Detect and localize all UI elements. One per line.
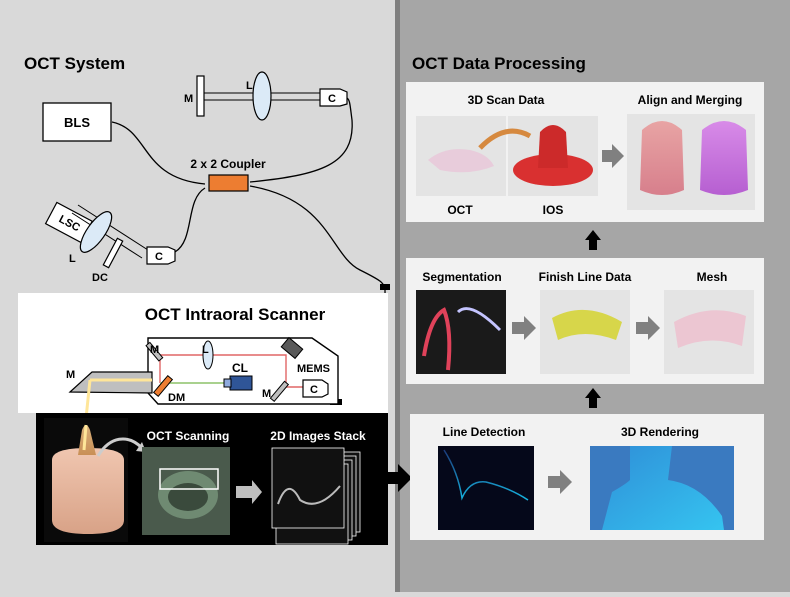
up-arrow-2 bbox=[585, 388, 601, 408]
oct-to-ios-arrow bbox=[478, 128, 532, 150]
reference-collimator bbox=[319, 88, 348, 107]
internal-beam bbox=[160, 354, 308, 388]
up-arrow-1 bbox=[585, 230, 601, 250]
fiber-sample bbox=[174, 187, 206, 253]
camera-body bbox=[229, 375, 253, 391]
tooth-model bbox=[78, 425, 96, 455]
tooth-to-scan-arrow bbox=[96, 437, 144, 457]
scan-region-box bbox=[159, 468, 219, 490]
cl-label: CL bbox=[232, 361, 248, 375]
scanner-mirror-1-label: M bbox=[150, 344, 159, 356]
coupler-box bbox=[208, 174, 249, 192]
scan-to-stack-arrow bbox=[236, 480, 262, 504]
ios-scan-tooth bbox=[538, 125, 568, 168]
reference-lens bbox=[252, 71, 272, 121]
dispersion-compensator bbox=[102, 237, 124, 269]
dichroic-mirror bbox=[152, 374, 174, 398]
reference-mirror-label: M bbox=[184, 93, 193, 105]
ios-scan-gum bbox=[513, 154, 593, 186]
sample-collimator-label: C bbox=[155, 251, 163, 263]
mems-label: MEMS bbox=[297, 363, 330, 375]
sample-lens bbox=[79, 211, 113, 253]
sample-lens-label: L bbox=[69, 253, 76, 265]
fiber-scanner bbox=[249, 185, 386, 291]
to-processing-arrow bbox=[386, 464, 412, 492]
sample-collimator bbox=[146, 246, 176, 265]
scanner-mirror-2 bbox=[269, 380, 290, 403]
scanner-lens bbox=[202, 340, 214, 370]
camera-lens bbox=[223, 378, 232, 388]
scanner-collimator-label: C bbox=[310, 384, 318, 396]
line-detection-title: Line Detection bbox=[443, 425, 526, 439]
fiber-connector-top bbox=[380, 284, 390, 290]
scanner-lens-label: L bbox=[202, 344, 209, 356]
line-to-render-arrow bbox=[548, 470, 572, 494]
coupler-label: 2 x 2 Coupler bbox=[190, 157, 266, 171]
finish-to-mesh-arrow bbox=[636, 316, 660, 340]
scanner-title: OCT Intraoral Scanner bbox=[145, 305, 326, 324]
aligned-model-b bbox=[700, 121, 748, 195]
3d-rendering-title: 3D Rendering bbox=[621, 425, 699, 439]
finish-line-title: Finish Line Data bbox=[539, 270, 632, 284]
fiber-bls bbox=[111, 121, 206, 185]
mesh-image bbox=[674, 310, 746, 348]
oct-scan-image bbox=[428, 149, 494, 173]
reference-lens-label: L bbox=[246, 80, 253, 92]
images-stack bbox=[271, 447, 361, 545]
dc-label: DC bbox=[92, 272, 108, 284]
reference-mirror bbox=[196, 75, 205, 117]
images-stack-label: 2D Images Stack bbox=[270, 429, 366, 443]
scan-data-title: 3D Scan Data bbox=[468, 93, 545, 107]
scanner-mirror-2-label: M bbox=[262, 388, 271, 400]
gum-model bbox=[52, 448, 124, 534]
mems-mirror bbox=[280, 336, 304, 360]
bls-label: BLS bbox=[64, 115, 90, 130]
bls-box bbox=[42, 102, 112, 142]
scanner-collimator bbox=[302, 379, 329, 398]
mesh-title: Mesh bbox=[697, 270, 728, 284]
fiber-reference bbox=[249, 97, 353, 183]
oct-system-title: OCT System bbox=[24, 54, 125, 73]
scanner-mirror-1 bbox=[145, 341, 164, 362]
segmentation-title: Segmentation bbox=[422, 270, 501, 284]
finish-line-image bbox=[552, 309, 622, 340]
scan-to-align-arrow bbox=[602, 144, 624, 168]
oct-scanning-label: OCT Scanning bbox=[147, 429, 230, 443]
line-detection-image bbox=[438, 446, 534, 530]
processing-title: OCT Data Processing bbox=[412, 54, 586, 73]
reference-collimator-label: C bbox=[328, 93, 336, 105]
probe-mirror-label: M bbox=[66, 369, 75, 381]
dm-label: DM bbox=[168, 392, 185, 404]
aligned-model-a bbox=[640, 121, 684, 195]
panel-divider bbox=[395, 0, 400, 592]
seg-to-finish-arrow bbox=[512, 316, 536, 340]
ios-label: IOS bbox=[543, 203, 564, 217]
align-title: Align and Merging bbox=[638, 93, 743, 107]
oct-label: OCT bbox=[447, 203, 473, 217]
